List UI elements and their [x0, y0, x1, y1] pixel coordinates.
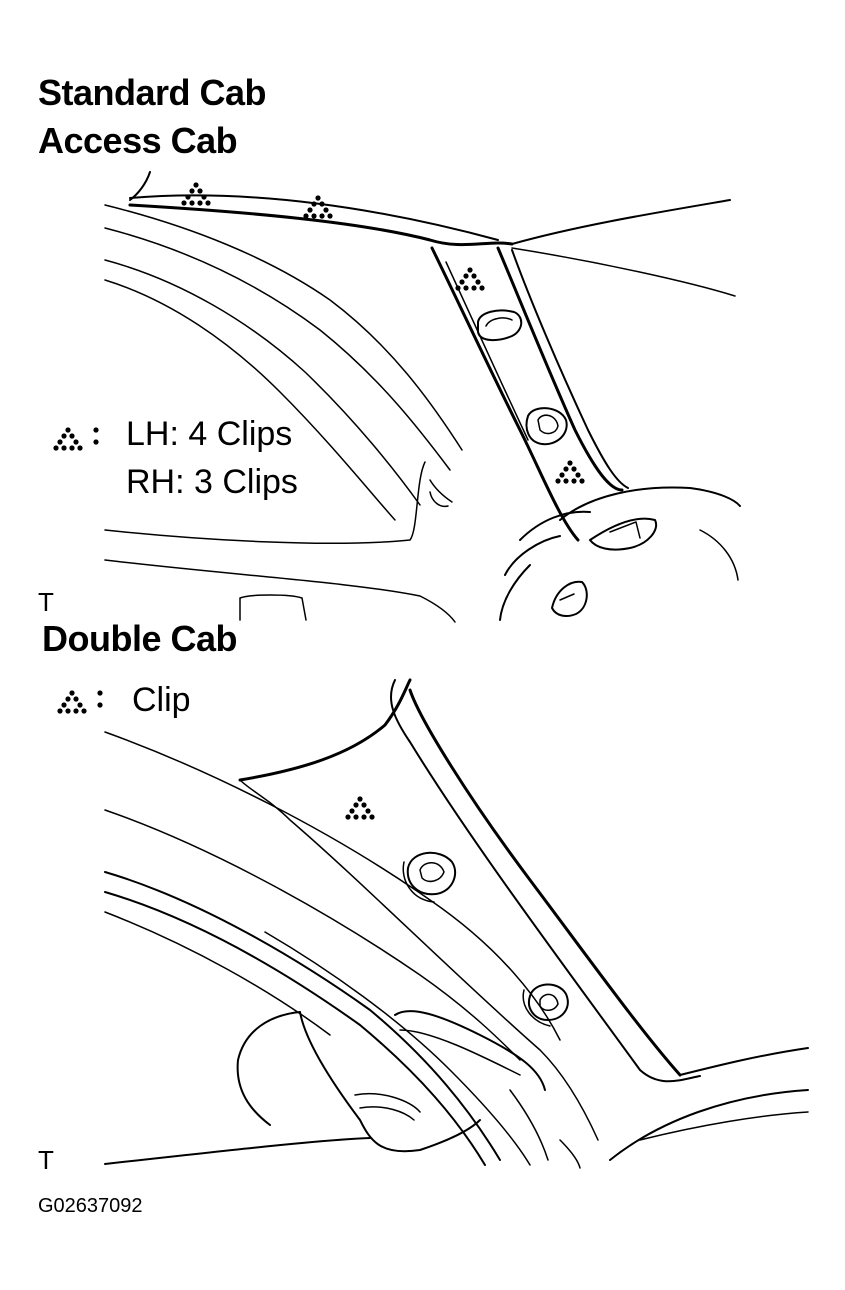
clip-legend-lh: LH: 4 Clips: [126, 415, 293, 453]
access-cab-heading: Access Cab: [38, 120, 238, 161]
standard-cab-drawing: [104, 171, 741, 623]
clip-symbol-icon-bottom: [57, 690, 103, 714]
double-cab-heading: Double Cab: [42, 618, 238, 659]
clip-legend-rh: RH: 3 Clips: [126, 463, 298, 501]
top-corner-mark: T: [38, 587, 54, 617]
clip-symbol-icon-top: [53, 427, 99, 451]
clip-marker: [303, 195, 333, 219]
figure-code: G02637092: [38, 1195, 143, 1217]
clip-marker: [455, 267, 485, 291]
clip-marker: [555, 460, 585, 484]
standard-cab-heading: Standard Cab: [38, 72, 267, 113]
clip-marker: [181, 182, 211, 206]
clip-marker: [345, 796, 375, 820]
clip-legend-double: Clip: [132, 681, 191, 719]
double-cab-drawing: [104, 678, 809, 1169]
bottom-corner-mark: T: [38, 1145, 54, 1175]
